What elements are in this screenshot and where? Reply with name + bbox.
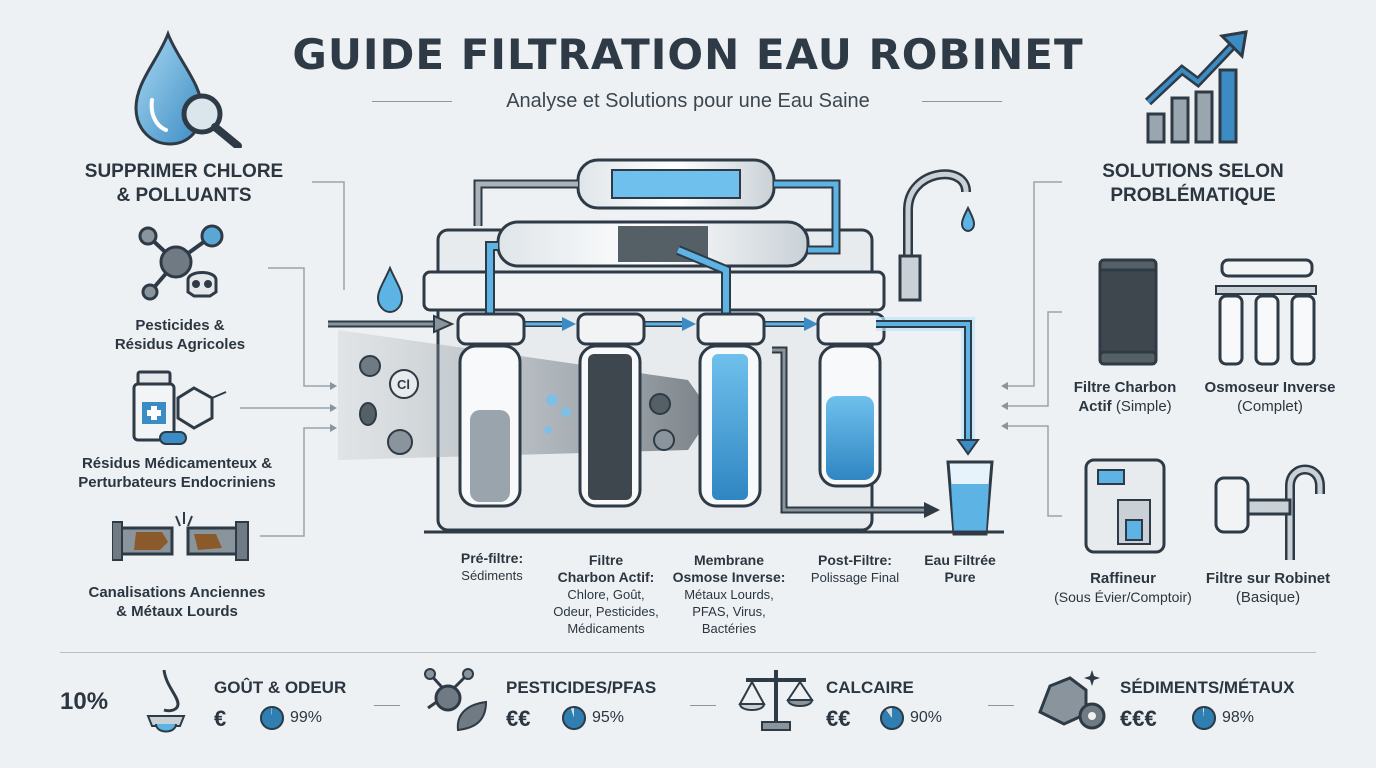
category-sediments-pie [1192,706,1216,730]
solution-carbon-name: Filtre Charbon [1073,379,1177,396]
left-item-pesticides: Pesticides & Résidus Agricoles [92,316,268,354]
pesticides-line2: Résidus Agricoles [114,336,246,353]
solution-raffineur-name: Raffineur [1090,570,1156,587]
page-subtitle: Analyse et Solutions pour une Eau Saine [506,90,870,112]
category-sediments-efficiency: 98% [1222,709,1255,726]
stage-carbon-label: Filtre Charbon Actif: Chlore, Goût, Odeu… [546,552,666,637]
stage-postfilter-title: Post-Filtre: [818,552,892,568]
right-panel-heading: SOLUTIONS SELON PROBLÉMATIQUE [1080,160,1306,208]
category-pesticides-cost: €€ [506,706,531,731]
solution-reverse-osmosis: Osmoseur Inverse (Complet) [1192,378,1348,416]
bottom-separator [374,705,400,706]
category-taste-title: GOÛT & ODEUR [214,678,347,697]
solution-carbon-name2: Actif [1078,398,1112,415]
bottom-separator [690,705,716,706]
category-taste-cost: € [214,706,227,731]
stage-prefilter-desc: Sédiments [461,568,523,583]
solution-ro-name: Osmoseur Inverse [1204,379,1336,396]
scale-icon [738,670,814,731]
percent-label: 10% [60,688,109,715]
stage-prefilter-label: Pré-filtre: Sédiments [440,550,544,584]
water-drop-magnifier-icon [134,30,242,148]
carbon-filter-icon [1098,258,1158,366]
stage-carbon-title: Filtre [588,552,624,568]
faucet-filter-icon [1214,464,1325,560]
stage-postfilter-label: Post-Filtre: Polissage Final [796,552,914,586]
stage-membrane-label: Membrane Osmose Inverse: Métaux Lourds, … [664,552,794,637]
category-calcaire-cost: €€ [826,706,851,731]
canalisations-line2: & Métaux Lourds [116,603,238,620]
stage-membrane-desc-2: Bactéries [701,621,757,636]
medicaments-line1: Résidus Médicamenteux & [81,455,273,472]
stage-carbon-desc-1: Odeur, Pesticides, [553,604,659,619]
countertop-purifier-icon [1084,458,1166,554]
category-pesticides-title: PESTICIDES/PFAS [506,678,657,697]
subtitle-rule-right [922,101,1002,102]
category-pesticides-efficiency: 95% [592,709,625,726]
stage-membrane-title: Membrane [693,552,765,568]
right-heading-line1: SOLUTIONS SELON [1102,161,1284,182]
category-calcaire-pie [880,706,904,730]
molecule-leaf-icon [424,668,488,732]
pesticides-line1: Pesticides & [135,317,225,334]
solution-faucet-detail: (Basique) [1235,589,1301,606]
broken-pipe-icon [112,512,249,561]
solution-raffineur-detail: (Sous Évier/Comptoir) [1054,589,1192,605]
category-taste-efficiency: 99% [290,709,323,726]
chlorine-symbol: Cl [397,377,410,392]
category-sediments-title: SÉDIMENTS/MÉTAUX [1120,678,1295,697]
filtration-system-diagram: Cl [328,158,1004,536]
stage-carbon-desc-2: Médicaments [567,621,645,636]
nose-tongue-icon [146,669,186,733]
rocks-gear-icon [1038,670,1106,730]
solution-ro-detail: (Complet) [1237,398,1303,415]
growth-chart-icon [1144,30,1248,144]
left-heading-line2: & POLLUANTS [116,185,252,206]
stage-postfilter-desc: Polissage Final [810,570,900,585]
reverse-osmosis-unit-icon [1215,258,1317,366]
stage-pure-water-label: Eau Filtrée Pure [918,552,1002,586]
category-calcaire-title: CALCAIRE [826,678,914,697]
bottom-divider [60,652,1316,653]
left-item-canalisations: Canalisations Anciennes & Métaux Lourds [72,583,282,621]
stage-membrane-desc-1: PFAS, Virus, [692,604,766,619]
medicine-bottle-icon [132,370,227,445]
category-calcaire-efficiency: 90% [910,709,943,726]
category-sediments-cost: €€€ [1120,706,1157,731]
right-heading-line2: PROBLÉMATIQUE [1110,185,1276,206]
solution-carbon-filter: Filtre Charbon Actif (Simple) [1058,378,1192,416]
stage-membrane-desc-0: Métaux Lourds, [684,587,774,602]
stage-pure-title2: Pure [944,569,976,585]
left-connectors [240,181,345,537]
solution-carbon-detail: (Simple) [1115,398,1172,415]
medicaments-line2: Perturbateurs Endocriniens [78,474,276,491]
category-pesticides-pie [562,706,586,730]
molecule-skull-icon [138,224,224,301]
stage-carbon-title2: Charbon Actif: [557,569,655,585]
right-connectors [1001,181,1062,517]
stage-prefilter-title: Pré-filtre: [460,550,524,566]
solution-raffineur: Raffineur (Sous Évier/Comptoir) [1040,569,1206,607]
canalisations-line1: Canalisations Anciennes [88,584,266,601]
stage-carbon-desc-0: Chlore, Goût, [567,587,645,602]
solution-faucet-name: Filtre sur Robinet [1205,570,1331,587]
subtitle-rule-left [372,101,452,102]
stage-pure-title: Eau Filtrée [924,552,996,568]
left-item-medicaments: Résidus Médicamenteux & Perturbateurs En… [64,454,290,492]
left-panel-heading: SUPPRIMER CHLORE & POLLUANTS [64,160,304,208]
left-heading-line1: SUPPRIMER CHLORE [84,161,284,182]
page-title: GUIDE FILTRATION EAU ROBINET [292,30,1084,79]
solution-faucet-filter: Filtre sur Robinet (Basique) [1200,569,1336,607]
stage-membrane-title2: Osmose Inverse: [672,569,786,585]
category-taste-pie [260,706,284,730]
bottom-separator [988,705,1014,706]
